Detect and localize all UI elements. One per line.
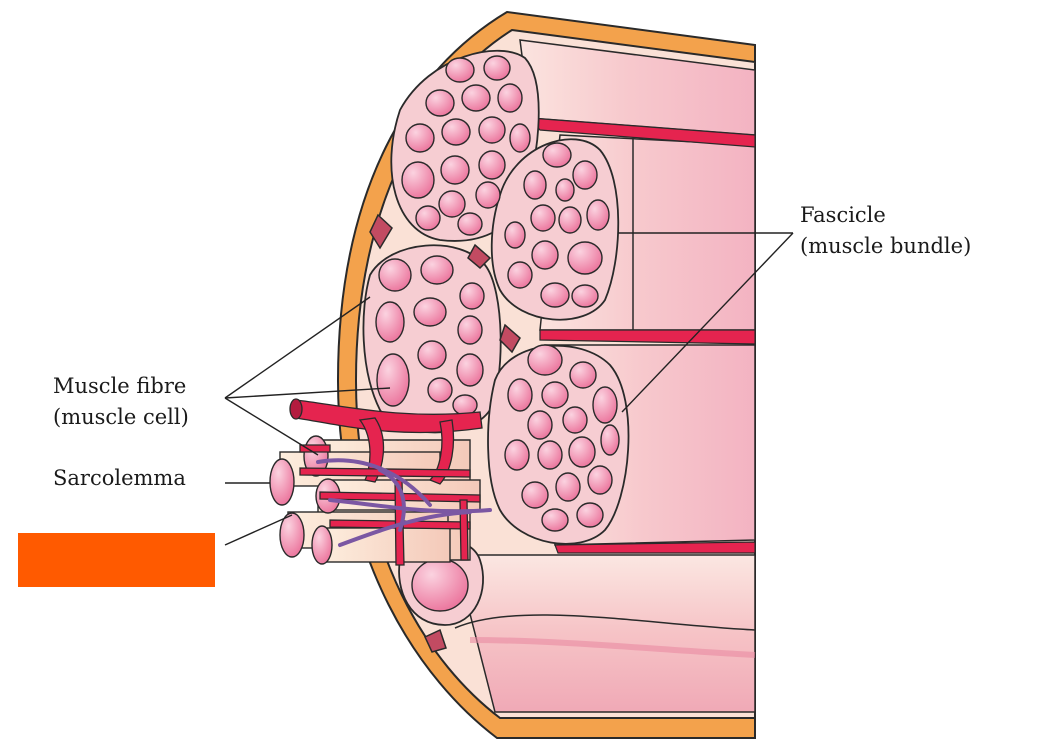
fascicle-label-line2: (muscle bundle) <box>800 234 972 258</box>
leader-lines <box>224 232 794 546</box>
muscle-fibres <box>375 55 620 612</box>
redaction-box <box>18 533 215 587</box>
blood-vessel-cross-1 <box>369 213 393 250</box>
blood-vessel-cross-3 <box>499 323 521 354</box>
fascicle-label-line1: Fascicle <box>800 203 886 227</box>
sarcolemma-label: Sarcolemma <box>53 466 186 490</box>
fascicle-label: Fascicle (muscle bundle) <box>800 200 971 262</box>
nerves <box>316 458 492 547</box>
muscle-fibre-label: Muscle fibre (muscle cell) <box>53 371 189 433</box>
blood-vessel-cross-4 <box>424 628 447 653</box>
septum-3 <box>554 541 756 554</box>
septum-2 <box>539 329 756 345</box>
muscle-fibre-label-line1: Muscle fibre <box>53 374 187 398</box>
muscle-fibre-label-line2: (muscle cell) <box>53 405 189 429</box>
blood-vessels <box>289 398 483 566</box>
band-lower <box>454 554 756 713</box>
blood-vessel-cross-2 <box>467 243 492 270</box>
